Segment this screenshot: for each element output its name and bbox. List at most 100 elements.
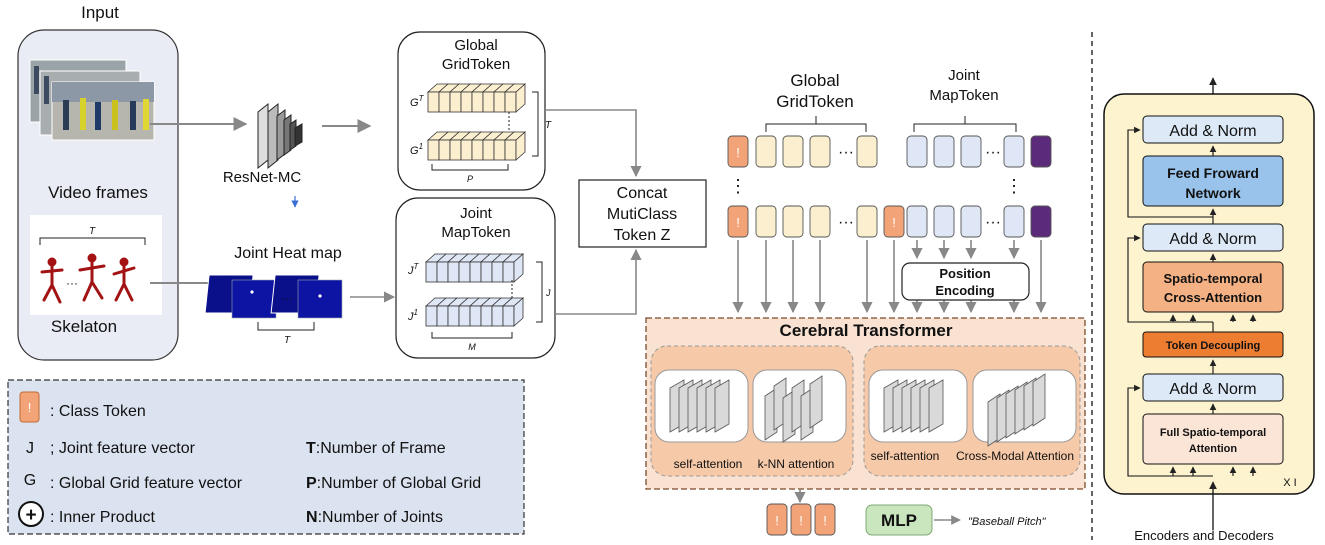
position-encoding-box: Position Encoding: [901, 262, 1030, 301]
cerebral-label-1: self-attention: [674, 457, 743, 471]
global-gridtoken-box: Global GridToken GT G1 T P: [397, 31, 552, 191]
seq-joint-brace: [913, 116, 1017, 132]
arrow-map-to-concat: [555, 248, 642, 315]
legend-def-P: P:Number of Global Grid: [306, 475, 481, 492]
mlp-box: MLP: [865, 504, 933, 536]
joint-seq-token: [933, 205, 955, 238]
grid-token-cell: [427, 91, 440, 113]
token-row-top: !······: [727, 135, 1052, 168]
seq-global-brace: [765, 116, 867, 132]
grid-token-cell: [438, 91, 451, 113]
map-token-cell: [469, 305, 482, 327]
heatmap-ellipsis: ···: [281, 291, 293, 305]
gridtoken-dim-P: P: [467, 174, 473, 184]
grid-token-cell: [482, 91, 495, 113]
output-class-token: [790, 503, 812, 536]
map-token-cell: [491, 305, 504, 327]
joint-seq-token: [960, 205, 982, 238]
grid-token-cell: [493, 139, 506, 161]
seq-global-label-1: Global: [790, 71, 839, 90]
gridtoken-box-title-2: GridToken: [442, 56, 510, 73]
attention-icons: [669, 373, 1046, 447]
grid-token-cell: [460, 91, 473, 113]
joint-seq-token: [906, 205, 928, 238]
full-attention-label-2: Attention: [1189, 443, 1238, 455]
grid-seq-token: [856, 205, 878, 238]
token-row-bottom: !···!···: [727, 205, 1052, 238]
seq-vdots-right: ⋮: [1005, 176, 1023, 196]
gridtoken-dim-T: T: [545, 120, 552, 131]
class-token: [727, 135, 749, 168]
ffn-label-1: Feed Froward: [1167, 165, 1259, 181]
grid-token-cell: [427, 139, 440, 161]
concat-box: Concat MutiClass Token Z: [578, 179, 707, 248]
map-token-cell: [436, 261, 449, 283]
grid-seq-token: [782, 205, 804, 238]
legend-symbol-joint: J: [26, 440, 34, 457]
cerebral-label-3: self-attention: [871, 449, 940, 463]
position-encoding-line-2: Encoding: [935, 283, 994, 298]
grid-token-cell: [449, 139, 462, 161]
encoder-repeat-label: X I: [1283, 477, 1296, 489]
resnet-icon: [257, 102, 303, 170]
map-token-cell: [436, 305, 449, 327]
map-token-cell: [425, 261, 438, 283]
grid-seq-token: [782, 135, 804, 168]
cerebral-title: Cerebral Transformer: [780, 321, 953, 340]
map-token-cell: [480, 305, 493, 327]
map-token-side: [513, 253, 524, 283]
grid-seq-token: [809, 135, 831, 168]
grid-token-cell: [438, 139, 451, 161]
legend-text-global: : Global Grid feature vector: [50, 475, 243, 492]
grid-token-cell: [504, 139, 517, 161]
grid-token-cell: [504, 91, 517, 113]
end-token: [1030, 135, 1052, 168]
output-class-token-mark: !: [799, 513, 803, 528]
map-token-cell: [469, 261, 482, 283]
attention-plane: [1032, 373, 1046, 427]
cerebral-label-2: k-NN attention: [758, 457, 835, 471]
arrow-grid-to-concat: [545, 109, 642, 178]
skeleton-ellipsis: ···: [66, 276, 78, 290]
map-token-cell: [502, 305, 515, 327]
maptoken-box-title-2: MapToken: [441, 224, 510, 241]
joint-seq-token: [933, 135, 955, 168]
class-token-mark: !: [736, 215, 740, 230]
legend-text-class: : Class Token: [50, 403, 146, 420]
maptoken-stack-bottom: [424, 297, 525, 327]
add-norm-mid-label: Add & Norm: [1169, 231, 1256, 248]
input-panel: Input Video frames T: [17, 3, 179, 361]
resnet-label: ResNet-MC: [223, 169, 302, 186]
encoder-decoder-panel: Add & Norm Feed Froward Network Add & No…: [1103, 77, 1315, 530]
legend-panel: ! : Class Token J ; Joint feature vector…: [7, 379, 525, 535]
grid-token-side: [515, 131, 526, 161]
class-token: [883, 205, 905, 238]
gridtoken-stack-top: [426, 83, 527, 113]
legend-def-T: T:Number of Frame: [306, 440, 446, 457]
seq-global-label-2: GridToken: [776, 92, 853, 111]
grid-seq-token: [755, 135, 777, 168]
input-title: Input: [81, 3, 119, 22]
add-norm-top-label: Add & Norm: [1169, 123, 1256, 140]
class-token-mark: !: [736, 145, 740, 160]
joint-seq-token: [906, 135, 928, 168]
output-class-token: [766, 503, 788, 536]
gridtoken-top-row-label: GT: [410, 94, 425, 109]
map-token-cell: [458, 305, 471, 327]
legend-symbol-inner: +: [25, 505, 36, 526]
mlp-label: MLP: [881, 511, 917, 530]
grid-seq-token: [856, 135, 878, 168]
maptoken-bottom-row-label: J1: [407, 308, 418, 323]
maptoken-dim-J: J: [545, 288, 551, 298]
legend-symbol-global: G: [24, 472, 36, 489]
legend-def-N: N:Number of Joints: [306, 509, 443, 526]
concat-line-1: Concat: [617, 185, 668, 202]
joint-heatmap-image: ··· T: [204, 274, 343, 346]
maptoken-dim-M: M: [468, 342, 476, 352]
joint-seq-token: [1003, 135, 1025, 168]
grid-token-cell: [471, 91, 484, 113]
gridtoken-bottom-row-label: G1: [410, 142, 423, 157]
map-token-cell: [447, 305, 460, 327]
map-token-cell: [425, 305, 438, 327]
map-token-cell: [491, 261, 504, 283]
